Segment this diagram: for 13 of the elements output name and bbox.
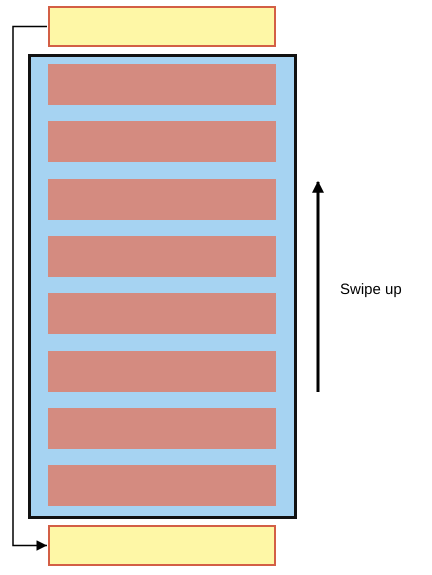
scroll-container	[28, 54, 297, 519]
list-row	[48, 236, 276, 277]
list-row	[48, 465, 276, 506]
list-row	[48, 408, 276, 449]
list-row	[48, 64, 276, 105]
panel-box	[48, 6, 276, 47]
connector-arrow	[12, 26, 47, 551]
swipe-label: Swipe up	[340, 281, 402, 298]
list-row	[48, 351, 276, 392]
list-row	[48, 121, 276, 162]
panel-box	[48, 525, 276, 566]
list-row	[48, 293, 276, 334]
list-row	[48, 179, 276, 220]
